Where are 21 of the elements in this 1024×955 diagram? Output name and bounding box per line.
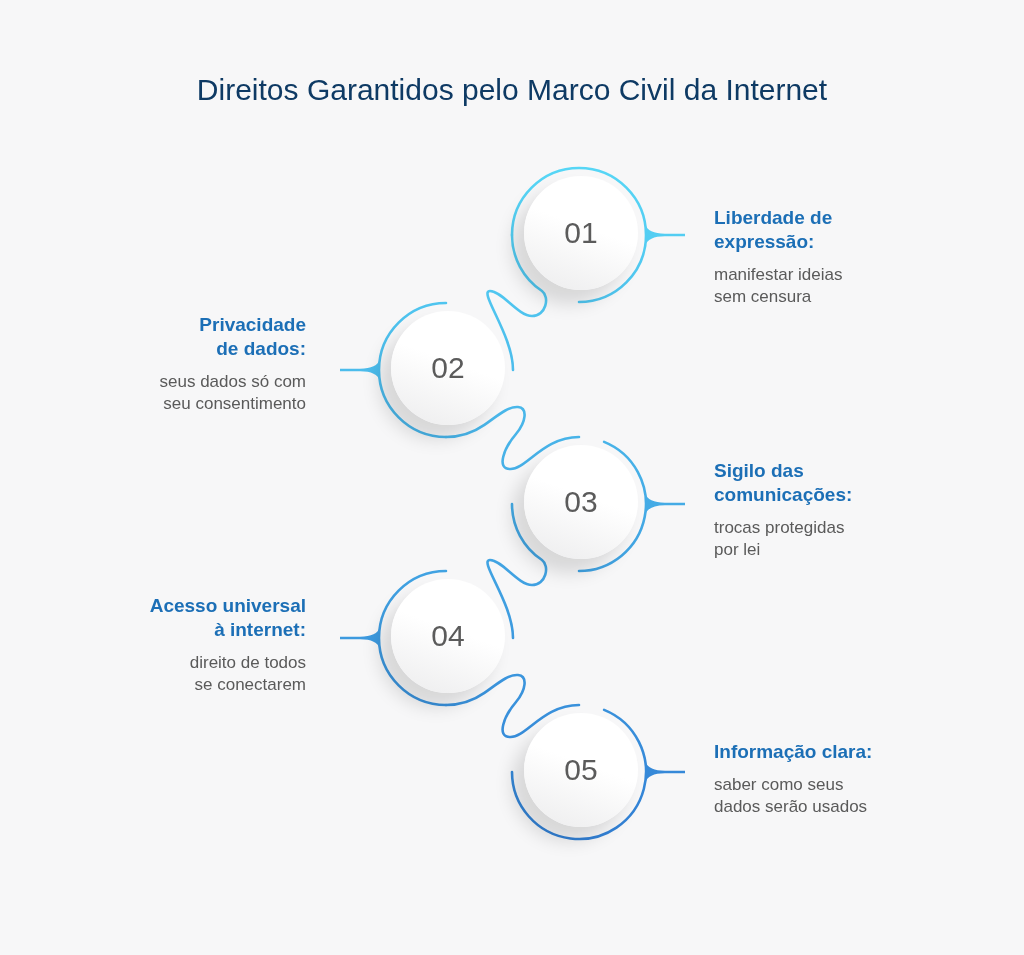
step-number: 05 [564,753,598,787]
title: Direitos Garantidos pelo Marco Civil da Internet [196,72,828,108]
step-number: 03 [564,485,598,519]
step-number: 02 [431,351,465,385]
step-description: direito de todos se conectarem [188,652,306,696]
step-heading: Acesso universal à internet: [148,594,306,642]
curved-connector [444,405,581,471]
step-description: manifestar ideias sem censura [714,264,844,308]
step-description: seus dados só com seu consentimento [158,371,306,415]
step-number: 01 [564,216,598,250]
curved-connector [444,673,581,739]
step-heading: Sigilo das comunicações: [714,459,854,507]
numbered-ring [510,166,648,304]
curved-connector [486,502,548,640]
step-heading: Liberdade de expressão: [714,206,834,254]
step-number: 04 [431,619,465,653]
step-heading: Informação clara: [714,740,874,764]
step-heading: Privacidade de dados: [198,313,306,361]
step-description: saber como seus dados serão usados [714,774,869,818]
step-description: trocas protegidas por lei [714,517,846,561]
curved-connector [486,233,548,372]
